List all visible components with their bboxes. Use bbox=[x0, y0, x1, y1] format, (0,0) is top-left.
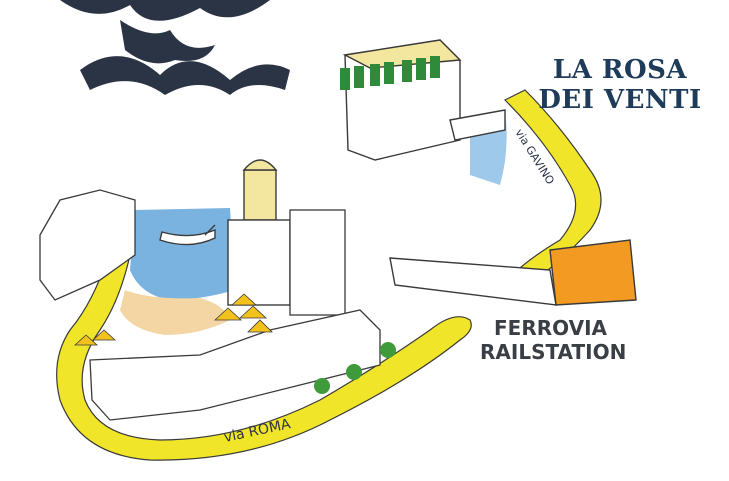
station-label: FERROVIA RAILSTATION bbox=[480, 316, 626, 364]
buildings-bottom bbox=[89, 309, 381, 421]
church-tower bbox=[227, 159, 291, 306]
title-line-1: LA ROSA bbox=[552, 55, 688, 85]
beach bbox=[120, 290, 230, 335]
road-via-roma bbox=[56, 249, 472, 461]
hotel-title: LA ROSA DEI VENTI bbox=[520, 55, 720, 115]
sea-harbour bbox=[130, 208, 235, 300]
title-line-2: DEI VENTI bbox=[538, 85, 702, 115]
building-hotel bbox=[340, 39, 506, 161]
station-label-line-1: FERROVIA bbox=[494, 316, 607, 340]
tree-icon bbox=[314, 342, 396, 394]
boat bbox=[159, 224, 216, 246]
station-building bbox=[389, 239, 637, 306]
compass-rose-logo bbox=[60, 0, 290, 95]
station-label-line-2: RAILSTATION bbox=[480, 340, 627, 364]
umbrella-icon bbox=[73, 293, 273, 346]
buildings-left bbox=[39, 189, 346, 316]
